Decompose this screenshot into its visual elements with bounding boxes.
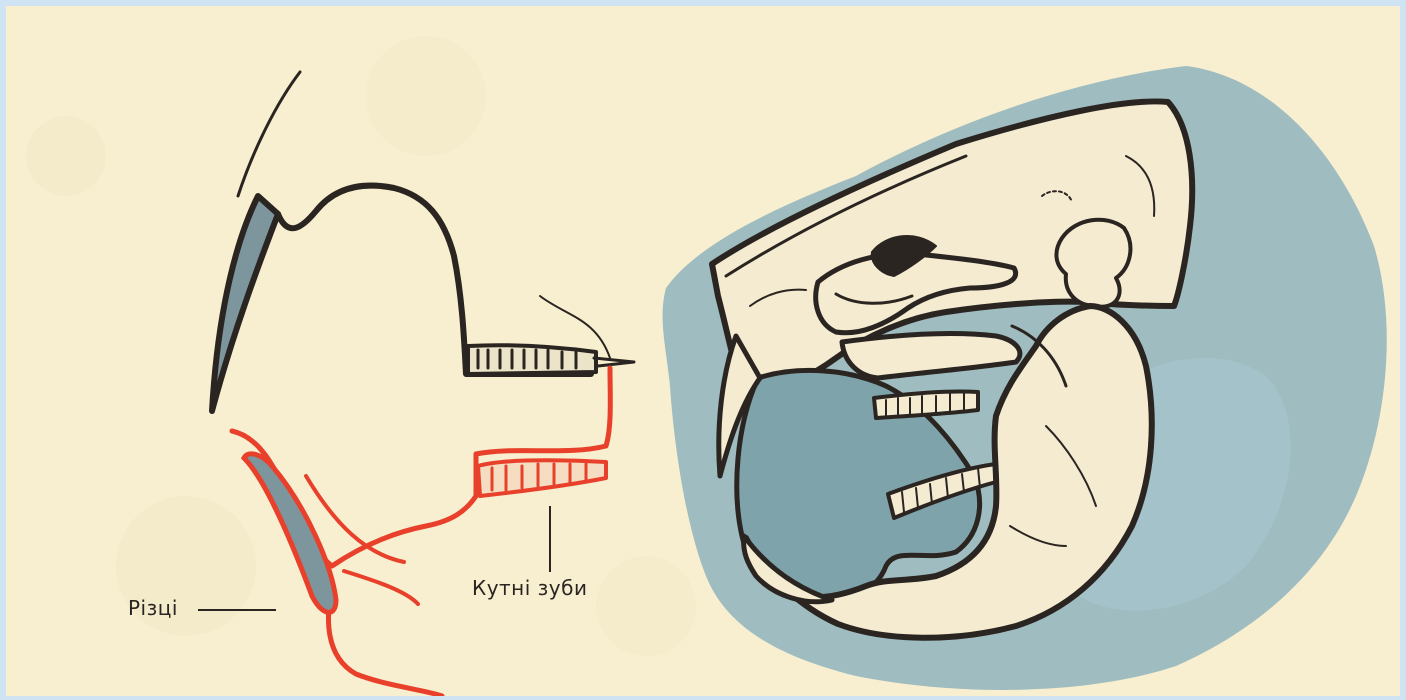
incisors-label: Різці [128,596,178,620]
upper-incisor-tip-line [238,72,300,196]
upper-jaw-tip [594,358,634,366]
lower-jaw-branch [344,571,418,604]
lower-jaw-bottom [328,586,442,696]
paper-texture [26,36,696,656]
lower-incisor [244,454,336,613]
upper-incisor [212,196,278,411]
molars-label: Кутні зуби [472,576,587,600]
illustration-frame: Різці Кутні зуби [6,6,1400,696]
teeth-illustration [6,6,1400,696]
